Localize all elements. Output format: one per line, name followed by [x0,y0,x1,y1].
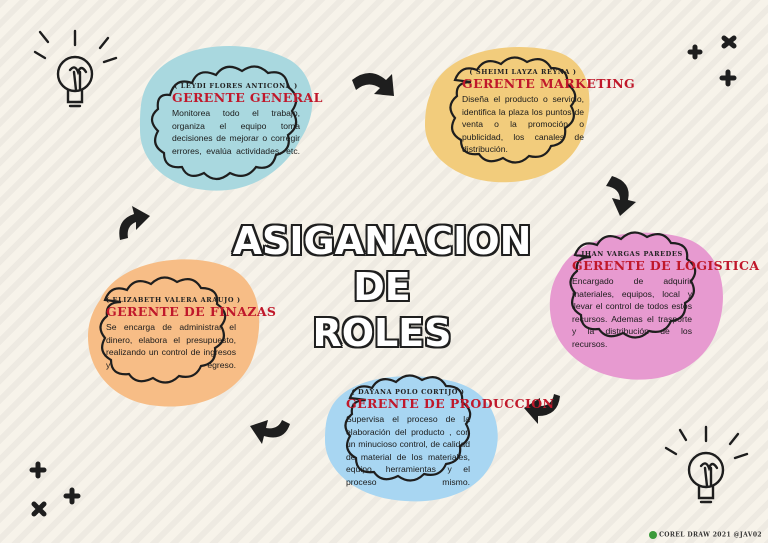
logistica-blob [549,232,723,380]
sparkle-icon [29,461,47,479]
role-title: GERENTE DE FINAZAS [106,304,277,319]
sparkle-icon [721,35,737,49]
credit-footer: COREL DRAW 2021 @JAV02 [649,531,762,539]
card-gerente-produccion: ( DAYANA POLO CORTIJO ) GERENTE DE PRODU… [346,388,555,489]
sparkle-icon [719,69,737,87]
corel-logo-icon [649,531,658,539]
card-gerente-logistica: ( JHAN VARGAS PAREDES ) GERENTE DE LOGIS… [572,250,760,351]
person-name: ( ELIZABETH VALERA ARAUJO ) [106,296,241,304]
role-description: Diseña el producto o servicio, identific… [462,94,584,155]
arrow-icon [119,206,150,240]
finanzas-cloud [99,276,227,384]
page-title: ASIGANACION DE ROLES [232,218,532,356]
card-gerente-marketing: ( SHEIMI LAYZA REYNA ) GERENTE MARKETING… [462,68,636,156]
logistica-cloud [569,231,697,339]
produccion-blob [325,376,498,502]
general-cloud [150,65,298,181]
title-line-1: ASIGANACION DE [232,219,532,309]
title-line-2: ROLES [312,311,452,355]
role-title: GERENTE DE LOGISTICA [572,258,760,273]
person-name: ( LEYDI FLORES ANTICONA ) [174,82,298,90]
role-description: Encargado de adquirir materiales, equipo… [572,276,692,349]
produccion-cloud [344,374,472,482]
role-title: GERENTE GENERAL [172,90,323,105]
sparkle-icon [31,501,47,517]
arrow-icon [250,420,290,444]
marketing-cloud [449,56,577,164]
arrow-icon [606,176,636,216]
role-description: Supervisa el proceso de la elaboración d… [346,414,470,487]
role-title: GERENTE MARKETING [462,76,636,91]
credit-text: COREL DRAW 2021 @JAV02 [659,531,762,539]
sparkle-icon [63,487,81,505]
arrow-icon [352,73,394,96]
card-gerente-finanzas: ( ELIZABETH VALERA ARAUJO ) GERENTE DE F… [106,296,277,371]
person-name: ( DAYANA POLO CORTIJO ) [351,388,465,396]
lightbulb-icon [664,425,749,504]
role-description: Monitorea todo el trabajo, organiza el e… [172,108,300,156]
sparkle-icon [687,44,703,60]
role-title: GERENTE DE PRODUCCION [346,396,555,411]
arrow-icon [524,394,560,424]
card-gerente-general: ( LEYDI FLORES ANTICONA ) GERENTE GENERA… [172,82,323,157]
role-description: Se encarga de administrar el dinero, ela… [106,322,236,370]
lightbulb-icon [33,29,118,108]
person-name: ( SHEIMI LAYZA REYNA ) [469,68,577,76]
person-name: ( JHAN VARGAS PAREDES ) [574,250,690,258]
